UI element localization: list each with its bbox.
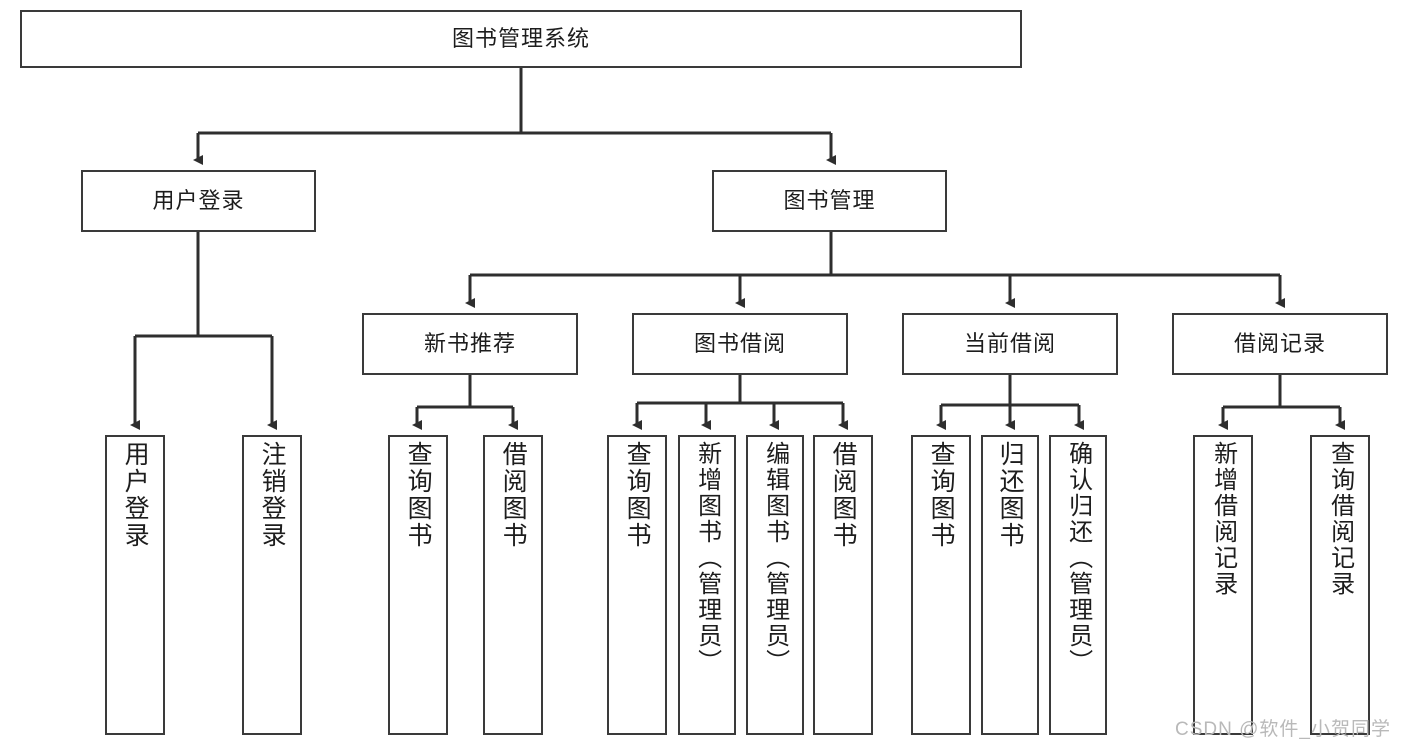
- node-book-management[interactable]: 图书管理: [712, 170, 947, 232]
- leaf-user-login-signout[interactable]: 注销登录: [242, 435, 302, 735]
- leaf-new-book-query-label: 查询图书: [404, 441, 433, 549]
- watermark: CSDN @软件_小贺同学: [1175, 719, 1391, 740]
- node-new-book-recommend-label: 新书推荐: [423, 331, 516, 357]
- leaf-book-borrow-borrow-label: 借阅图书: [829, 441, 858, 549]
- leaf-user-login-signin[interactable]: 用户登录: [105, 435, 165, 735]
- leaf-book-borrow-edit[interactable]: 编辑图书（管理员）: [746, 435, 804, 735]
- node-user-login[interactable]: 用户登录: [81, 170, 316, 232]
- leaf-borrow-record-add[interactable]: 新增借阅记录: [1193, 435, 1253, 735]
- node-root-label: 图书管理系统: [451, 26, 590, 52]
- leaf-new-book-borrow-label: 借阅图书: [499, 441, 528, 549]
- node-borrow-record[interactable]: 借阅记录: [1172, 313, 1388, 375]
- leaf-book-borrow-add[interactable]: 新增图书（管理员）: [678, 435, 736, 735]
- node-current-borrow[interactable]: 当前借阅: [902, 313, 1118, 375]
- leaf-new-book-query[interactable]: 查询图书: [388, 435, 448, 735]
- leaf-borrow-record-add-label: 新增借阅记录: [1209, 441, 1237, 597]
- leaf-current-borrow-query-label: 查询图书: [927, 441, 956, 549]
- node-root[interactable]: 图书管理系统: [20, 10, 1022, 68]
- leaf-current-borrow-return-label: 归还图书: [996, 441, 1025, 549]
- leaf-current-borrow-confirm-label: 确认归还（管理员）: [1064, 441, 1092, 675]
- leaf-book-borrow-query[interactable]: 查询图书: [607, 435, 667, 735]
- node-user-login-label: 用户登录: [152, 188, 245, 214]
- node-book-borrow[interactable]: 图书借阅: [632, 313, 848, 375]
- leaf-current-borrow-confirm[interactable]: 确认归还（管理员）: [1049, 435, 1107, 735]
- leaf-current-borrow-return[interactable]: 归还图书: [981, 435, 1039, 735]
- node-book-borrow-label: 图书借阅: [693, 331, 786, 357]
- leaf-current-borrow-query[interactable]: 查询图书: [911, 435, 971, 735]
- leaf-new-book-borrow[interactable]: 借阅图书: [483, 435, 543, 735]
- node-new-book-recommend[interactable]: 新书推荐: [362, 313, 578, 375]
- leaf-user-login-signin-label: 用户登录: [121, 441, 150, 549]
- leaf-borrow-record-query-label: 查询借阅记录: [1326, 441, 1354, 597]
- leaf-book-borrow-add-label: 新增图书（管理员）: [693, 441, 721, 675]
- leaf-book-borrow-query-label: 查询图书: [623, 441, 652, 549]
- leaf-user-login-signout-label: 注销登录: [258, 441, 287, 549]
- node-book-management-label: 图书管理: [783, 188, 876, 214]
- node-current-borrow-label: 当前借阅: [963, 331, 1056, 357]
- leaf-book-borrow-borrow[interactable]: 借阅图书: [813, 435, 873, 735]
- node-borrow-record-label: 借阅记录: [1233, 331, 1326, 357]
- leaf-borrow-record-query[interactable]: 查询借阅记录: [1310, 435, 1370, 735]
- leaf-book-borrow-edit-label: 编辑图书（管理员）: [761, 441, 789, 675]
